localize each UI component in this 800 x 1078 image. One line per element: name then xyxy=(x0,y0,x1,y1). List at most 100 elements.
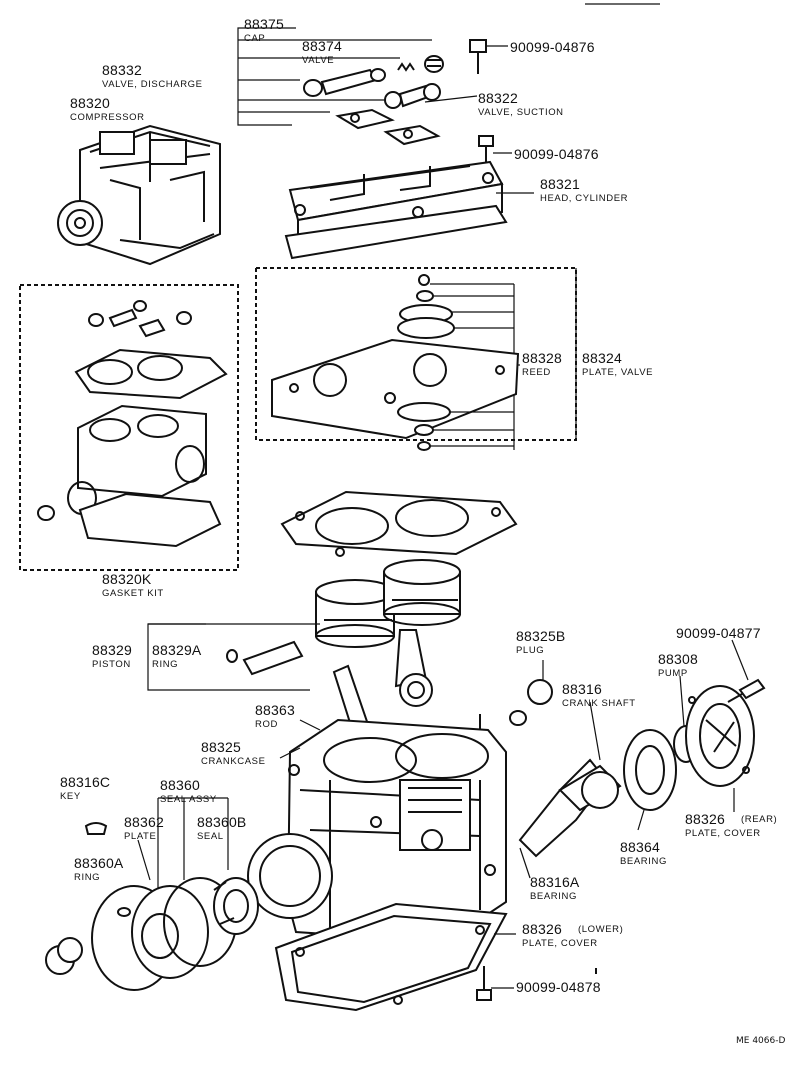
valve-plate-icon xyxy=(271,268,577,451)
part-label-plate-valve: 88324 PLATE, VALVE xyxy=(582,351,653,378)
rod-leader xyxy=(299,719,321,731)
part-number: 88364 xyxy=(620,839,660,855)
bolt-label-pump: 90099-04877 xyxy=(676,625,761,641)
cylinder-head-icon xyxy=(284,160,534,260)
part-number: 88328 xyxy=(522,350,562,366)
bearing-leader xyxy=(519,847,531,879)
part-number: 88326 xyxy=(685,811,725,827)
part-label-plate: 88362 PLATE xyxy=(124,815,164,842)
part-label-reed: 88328 REED xyxy=(522,351,562,378)
part-name: PLATE, COVER xyxy=(522,938,598,949)
part-qualifier: (REAR) xyxy=(741,814,778,825)
part-name: VALVE xyxy=(302,55,335,66)
part-number: 88360A xyxy=(74,855,124,871)
part-label-bearing-front: 88316A BEARING xyxy=(530,875,579,902)
part-number: 88322 xyxy=(478,90,518,106)
part-label-plug: 88325B PLUG xyxy=(516,629,565,656)
cap-icon xyxy=(424,55,444,73)
part-name: ROD xyxy=(255,719,278,730)
part-qualifier: (LOWER) xyxy=(578,924,624,935)
crankcase-icon xyxy=(247,718,507,944)
part-label-head-cylinder: 88321 HEAD, CYLINDER xyxy=(540,177,628,204)
part-name: PUMP xyxy=(658,668,688,679)
crank-shaft-icon xyxy=(518,701,622,858)
part-name: COMPRESSOR xyxy=(70,112,145,123)
piston-icon xyxy=(315,559,461,648)
part-number: 88316 xyxy=(562,681,602,697)
piston-bracket xyxy=(147,623,320,691)
part-name: VALVE, DISCHARGE xyxy=(102,79,203,90)
seal-icon xyxy=(163,877,259,967)
part-label-compressor: 88320 COMPRESSOR xyxy=(70,96,145,123)
discharge-valve-icon xyxy=(303,68,386,97)
part-number: 88325B xyxy=(516,628,566,644)
part-label-piston-ring: 88329A RING xyxy=(152,643,201,670)
part-label-seal-ring: 88360A RING xyxy=(74,856,123,883)
part-name: SEAL xyxy=(197,831,224,842)
seal-plate-icon xyxy=(131,885,209,979)
part-name: HEAD, CYLINDER xyxy=(540,193,629,204)
part-label-seal-assy: 88360 SEAL ASSY xyxy=(160,778,217,805)
crankcase-leader xyxy=(279,747,301,759)
part-number: 88324 xyxy=(582,350,622,366)
part-number: 88316A xyxy=(530,874,580,890)
part-label-crankcase: 88325 CRANKCASE xyxy=(201,740,266,767)
part-name: PISTON xyxy=(92,659,131,670)
bolt-pump-icon xyxy=(727,639,766,703)
part-name: REED xyxy=(522,367,551,378)
part-number: 88332 xyxy=(102,62,142,78)
part-number: 88329A xyxy=(152,642,202,658)
valve-spring-icon xyxy=(397,62,415,72)
part-name: SEAL ASSY xyxy=(160,794,217,805)
part-name: RING xyxy=(152,659,179,670)
part-name: PLUG xyxy=(516,645,545,656)
part-name: BEARING xyxy=(530,891,577,902)
part-number: 88374 xyxy=(302,38,342,54)
part-number: 88326 xyxy=(522,921,562,937)
part-name: RING xyxy=(74,872,101,883)
cylinder-gasket-icon xyxy=(280,490,518,557)
bolt-label-head: 90099-04876 xyxy=(514,146,599,162)
part-number: 88325 xyxy=(201,739,241,755)
part-name: VALVE, SUCTION xyxy=(478,107,564,118)
part-label-seal: 88360B SEAL xyxy=(197,815,246,842)
part-label-cap: 88375 CAP xyxy=(244,17,284,44)
part-number: 88321 xyxy=(540,176,580,192)
valve-gasket-icon xyxy=(335,108,441,146)
part-number: 88360 xyxy=(160,777,200,793)
seal-cap-icon xyxy=(45,937,83,975)
part-name: GASKET KIT xyxy=(102,588,164,599)
compressor-icon xyxy=(57,124,221,266)
part-number: 88320K xyxy=(102,571,152,587)
part-name: KEY xyxy=(60,791,81,802)
part-name: CAP xyxy=(244,33,266,44)
part-name: BEARING xyxy=(620,856,667,867)
part-number: 88362 xyxy=(124,814,164,830)
part-number: 88375 xyxy=(244,16,284,32)
part-label-plate-cover-lower: 88326 (LOWER) PLATE, COVER xyxy=(522,921,623,949)
bolt-top-icon xyxy=(469,39,508,74)
part-label-piston: 88329 PISTON xyxy=(92,643,132,670)
part-label-pump: 88308 PUMP xyxy=(658,652,698,679)
part-label-key: 88316C KEY xyxy=(60,775,110,802)
suction-valve-icon xyxy=(384,83,441,109)
part-name: PLATE, VALVE xyxy=(582,367,654,378)
plug-icon xyxy=(479,660,553,730)
bolt-label-valve: 90099-04876 xyxy=(510,39,595,55)
bolt-label-lower: 90099-04878 xyxy=(516,979,601,995)
rear-cover-plate-icon xyxy=(685,685,755,812)
part-number: 88360B xyxy=(197,814,247,830)
drawing-code: ME 4066-D xyxy=(736,1036,786,1046)
valve-group-bracket xyxy=(237,27,478,126)
part-number: 88363 xyxy=(255,702,295,718)
piston-pin-icon xyxy=(226,640,304,676)
part-number: 88320 xyxy=(70,95,110,111)
key-icon xyxy=(84,822,108,835)
seal-assy-bracket xyxy=(137,797,229,888)
part-name: PLATE, COVER xyxy=(685,828,761,839)
part-label-valve-suction: 88322 VALVE, SUCTION xyxy=(478,91,564,118)
part-label-plate-cover-rear: 88326 (REAR) PLATE, COVER xyxy=(685,811,777,839)
reed-stack-icon xyxy=(397,274,520,450)
part-name: CRANKCASE xyxy=(201,756,266,767)
